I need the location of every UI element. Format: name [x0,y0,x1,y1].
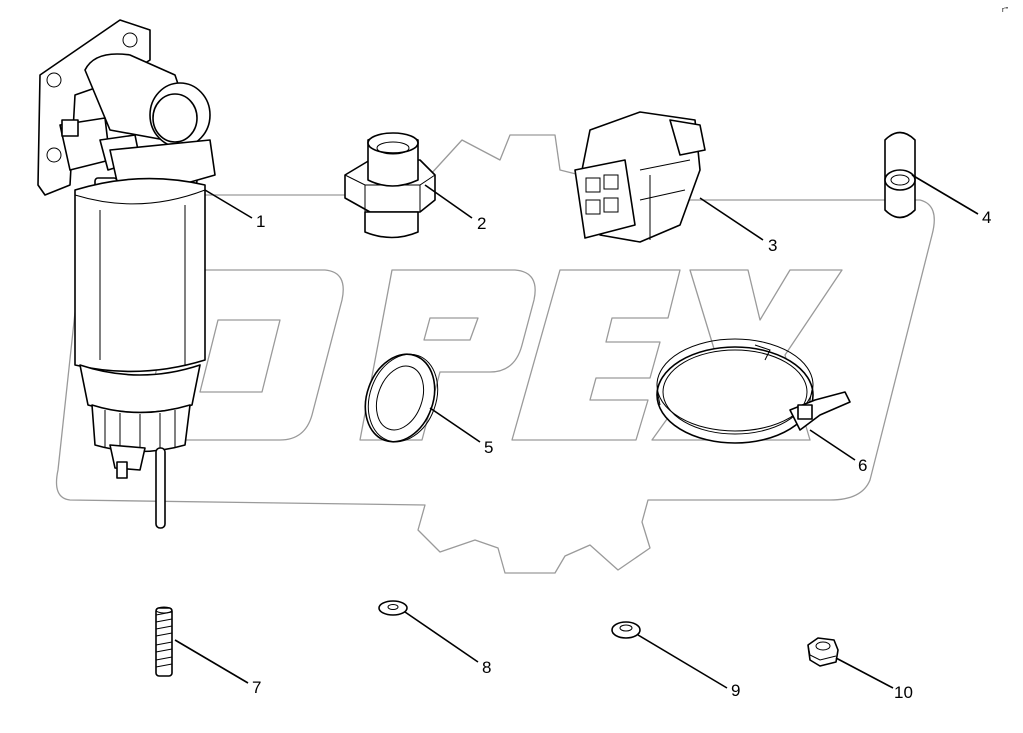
callout-2: 2 [477,214,486,233]
leader-line-8 [404,611,479,663]
electrical-connector-part [574,111,706,243]
watermark-logo [55,134,935,574]
watermark-letter-x [651,269,843,441]
sealing-ring-part [364,353,439,443]
stud-part [155,606,173,677]
mounting-clamp-part [656,338,851,444]
callout-4: 4 [982,208,991,227]
leader-line-1 [204,189,253,219]
leader-lines [174,174,979,689]
callout-1: 1 [256,212,265,231]
callout-10: 10 [894,683,913,702]
leader-line-10 [835,657,894,689]
leader-line-2 [424,184,473,219]
leader-line-4 [911,174,979,215]
callout-9: 9 [731,681,740,700]
watermark-letter-e [511,269,681,441]
sleeve-part [884,131,916,219]
watermark-letter-p [359,269,536,441]
leader-line-6 [809,429,856,461]
callout-7: 7 [252,678,261,697]
callout-labels: 1 2 3 4 5 6 7 8 9 10 [252,208,991,702]
leader-line-5 [429,407,481,443]
nut-part [807,637,839,667]
threaded-fitting-part [344,132,436,239]
leader-line-9 [637,634,728,689]
corner-mark: r''' [1002,7,1008,14]
callout-3: 3 [768,236,777,255]
spring-washer-part [611,621,641,639]
watermark-gear-outline [55,134,935,574]
callout-5: 5 [484,438,493,457]
leader-line-7 [174,639,249,684]
callout-6: 6 [858,456,867,475]
fuel-filter-assembly-part [37,19,216,529]
leader-line-3 [699,197,764,241]
washer-part [378,600,408,616]
callout-8: 8 [482,658,491,677]
